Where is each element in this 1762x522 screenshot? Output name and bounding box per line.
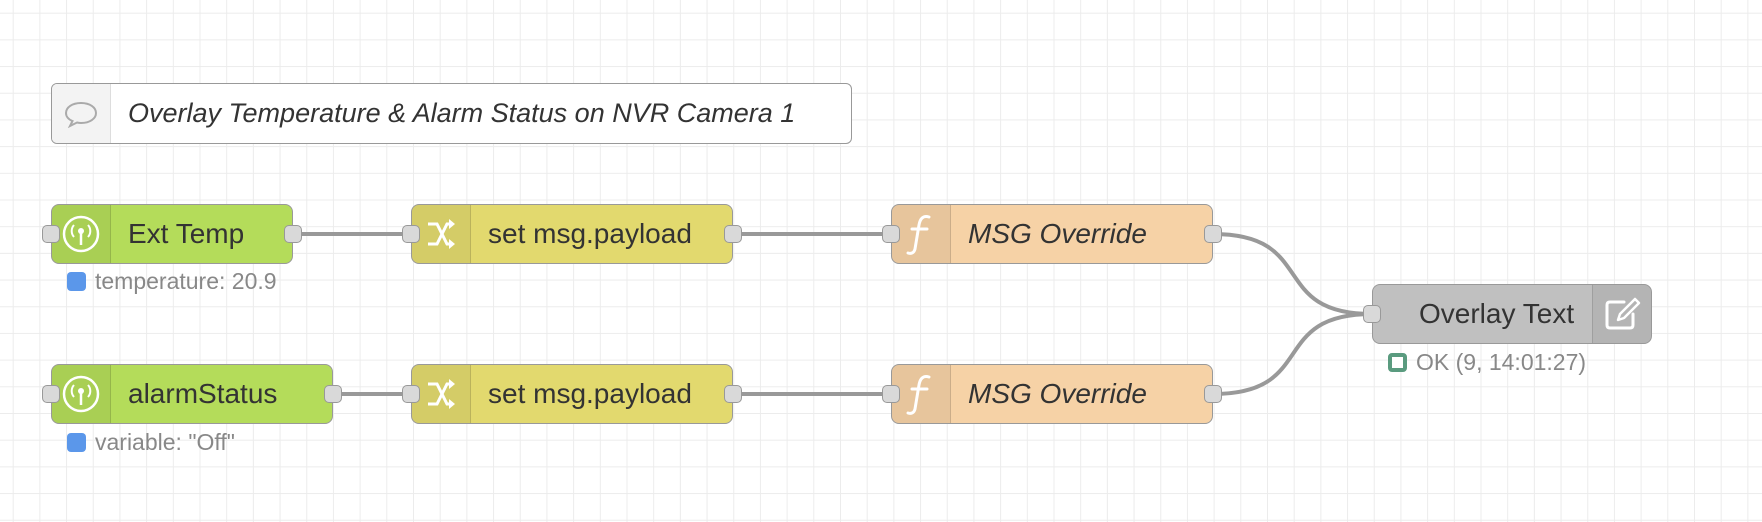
function-node-1[interactable]: MSG Override <box>882 204 1222 264</box>
function-1-label: MSG Override <box>968 218 1147 249</box>
overlay-text-node[interactable]: Overlay Text <box>1363 284 1652 344</box>
comment-label: Overlay Temperature & Alarm Status on NV… <box>128 98 796 128</box>
broadcast-icon <box>52 365 111 423</box>
input-port[interactable] <box>402 225 420 243</box>
output-port[interactable] <box>284 225 302 243</box>
alarm-status-status-text: variable: "Off" <box>95 429 235 455</box>
alarm-status-node[interactable]: alarmStatus <box>42 364 342 424</box>
input-port[interactable] <box>882 225 900 243</box>
output-port[interactable] <box>724 225 742 243</box>
input-port[interactable] <box>1363 305 1381 323</box>
ext-temp-status-text: temperature: 20.9 <box>95 268 277 294</box>
output-port[interactable] <box>324 385 342 403</box>
ext-temp-node[interactable]: Ext Temp <box>42 204 302 264</box>
change-node-1[interactable]: set msg.payload <box>402 204 742 264</box>
input-port[interactable] <box>882 385 900 403</box>
function-icon <box>892 365 951 423</box>
input-port[interactable] <box>42 225 60 243</box>
ext-temp-label: Ext Temp <box>128 218 245 249</box>
overlay-text-label: Overlay Text <box>1419 298 1575 329</box>
change-node-2[interactable]: set msg.payload <box>402 364 742 424</box>
shuffle-icon <box>412 365 471 423</box>
input-port[interactable] <box>402 385 420 403</box>
function-node-2[interactable]: MSG Override <box>882 364 1222 424</box>
function-2-label: MSG Override <box>968 378 1147 409</box>
change-2-label: set msg.payload <box>488 378 692 409</box>
broadcast-icon <box>52 205 111 263</box>
input-port[interactable] <box>42 385 60 403</box>
status-dot <box>67 272 86 291</box>
status-dot <box>67 433 86 452</box>
edit-icon <box>1592 285 1651 343</box>
output-port[interactable] <box>724 385 742 403</box>
wire-function-2-to-overlay[interactable] <box>1212 312 1373 396</box>
output-port[interactable] <box>1204 385 1222 403</box>
alarm-status-label: alarmStatus <box>128 378 278 409</box>
status-ring <box>1388 353 1407 372</box>
shuffle-icon <box>412 205 471 263</box>
overlay-text-status-text: OK (9, 14:01:27) <box>1416 349 1587 375</box>
change-1-label: set msg.payload <box>488 218 692 249</box>
comment-node[interactable]: Overlay Temperature & Alarm Status on NV… <box>51 83 852 144</box>
wire-function-1-to-overlay[interactable] <box>1212 232 1373 316</box>
ext-temp-status: temperature: 20.9 <box>67 268 277 295</box>
function-icon <box>892 205 951 263</box>
overlay-text-status: OK (9, 14:01:27) <box>1388 349 1586 376</box>
alarm-status-status: variable: "Off" <box>67 429 235 456</box>
comment-icon <box>52 84 111 143</box>
output-port[interactable] <box>1204 225 1222 243</box>
